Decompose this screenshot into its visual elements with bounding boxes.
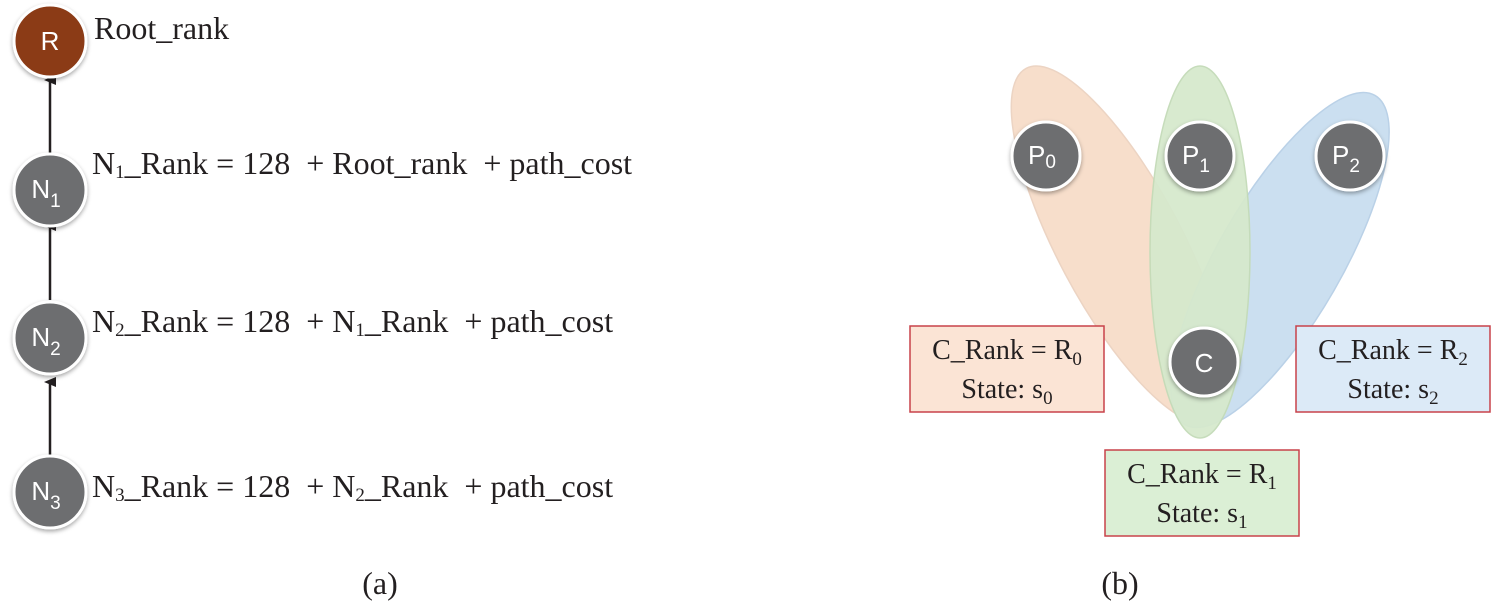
node-p0-label: P0 [1028,140,1056,173]
state-box-0-rect [909,325,1105,413]
state-box-2-state: State: s2 [1347,374,1438,409]
state-box-1: C_Rank = R1 State: s1 [1104,449,1300,537]
node-p1: P1 [1164,120,1236,192]
node-p0-circle [1010,120,1082,192]
caption-b: (b) [1101,565,1138,601]
node-root: R [12,3,88,79]
equation-n2: N2_Rank = 128 + N1_Rank + path_cost [92,303,613,341]
state-box-0: C_Rank = R0 State: s0 [909,325,1105,413]
caption-a: (a) [362,565,398,601]
state-box-2-rank: C_Rank = R2 [1318,335,1468,370]
node-p2: P2 [1314,120,1386,192]
node-n3-label: N3 [31,476,60,514]
node-child: C [1168,326,1240,398]
state-box-0-rank: C_Rank = R0 [932,335,1082,370]
panel-b: P0 P1 P2 C C_Rank = R0 State: s0 C_Rank … [909,65,1491,601]
node-p2-circle [1314,120,1386,192]
node-p0: P0 [1010,120,1082,192]
state-box-1-rank: C_Rank = R1 [1127,459,1277,494]
node-n3-circle [12,454,88,530]
node-n3: N3 [12,454,88,530]
equation-n1: N1_Rank = 128 + Root_rank + path_cost [92,145,632,183]
node-n2-label: N2 [31,322,60,360]
node-n2-circle [12,300,88,376]
node-p1-label: P1 [1182,140,1210,177]
equation-n3: N3_Rank = 128 + N2_Rank + path_cost [92,468,613,506]
node-child-circle [1168,326,1240,398]
node-child-label: C [1195,348,1214,378]
state-box-1-rect [1104,449,1300,537]
node-p1-circle [1164,120,1236,192]
state-box-0-state: State: s0 [961,374,1052,409]
node-n1-label: N1 [31,174,60,212]
state-box-1-state: State: s1 [1156,498,1247,533]
node-n1-circle [12,152,88,228]
state-box-2-rect [1295,325,1491,413]
panel-a: R N1 N2 N3 Root_rank N1_Rank = 128 + Roo… [12,3,632,601]
node-n1: N1 [12,152,88,228]
state-box-2: C_Rank = R2 State: s2 [1295,325,1491,413]
node-root-circle [12,3,88,79]
node-p2-label: P2 [1332,140,1360,177]
node-n2: N2 [12,300,88,376]
node-root-label: R [41,26,60,56]
root-rank-label: Root_rank [94,10,229,46]
